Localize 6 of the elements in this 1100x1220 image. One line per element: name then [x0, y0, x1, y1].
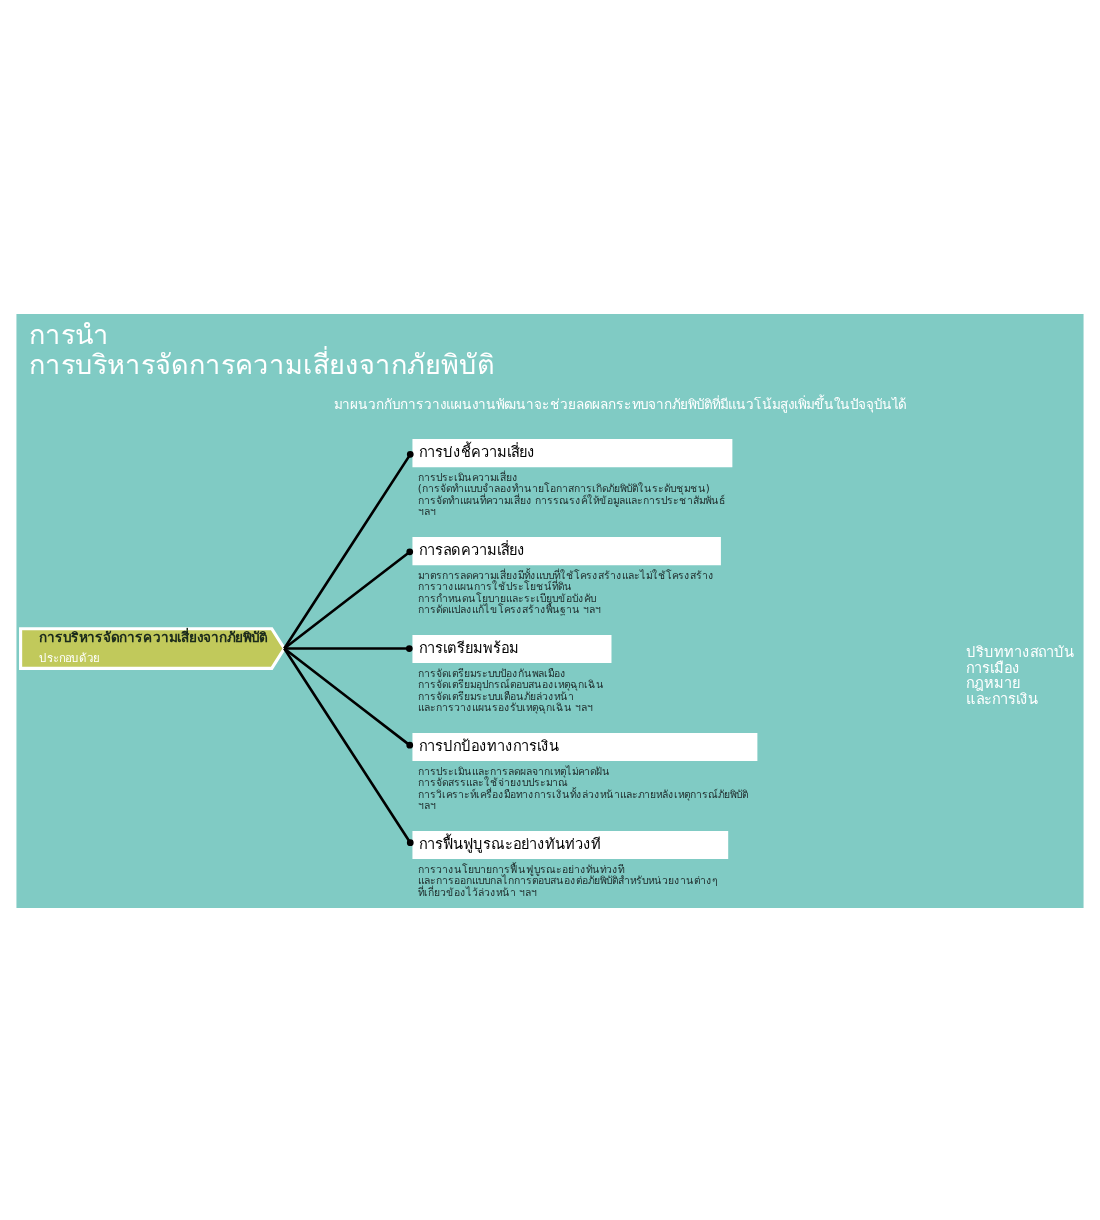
connector — [284, 644, 413, 651]
connector — [283, 646, 414, 748]
connector — [283, 646, 414, 846]
connector — [283, 449, 414, 649]
connector — [283, 547, 414, 649]
diagram-title: การนำ การบริหารจัดการความเสี่ยงจากภัยพิบัติ — [28, 319, 495, 382]
